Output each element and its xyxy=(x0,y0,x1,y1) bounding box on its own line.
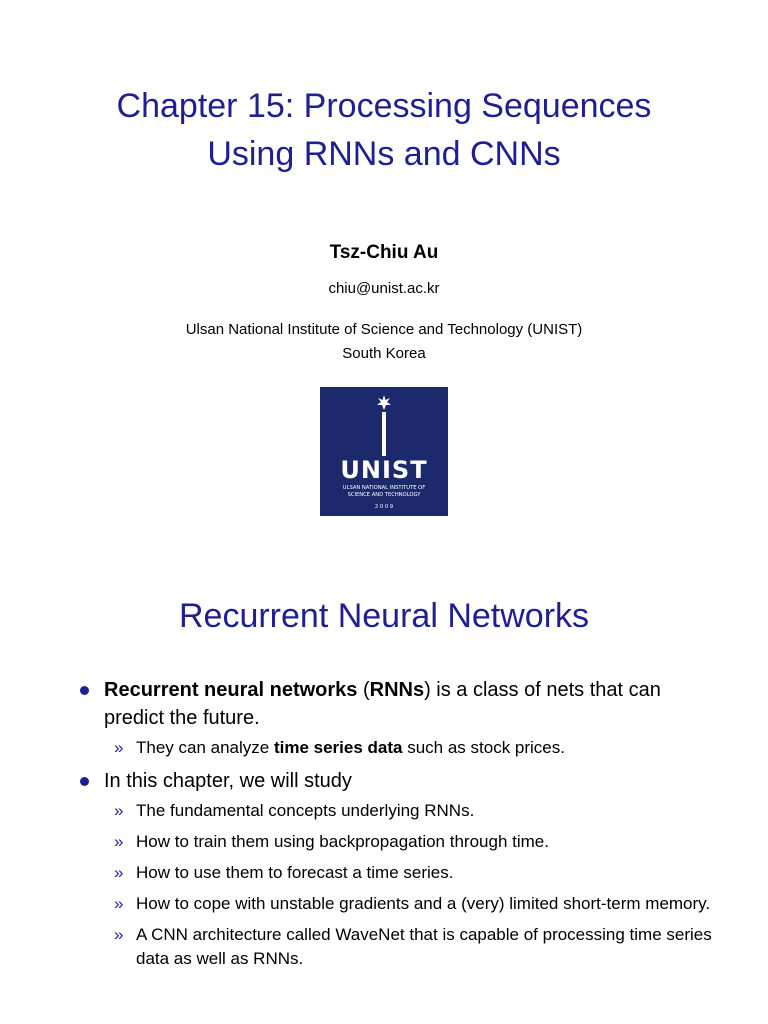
sub-bullet-item: » They can analyze time series data such… xyxy=(104,736,720,760)
logo-subtitle-2: SCIENCE AND TECHNOLOGY xyxy=(348,492,422,498)
bullet-item: Recurrent neural networks (RNNs) is a cl… xyxy=(80,676,720,760)
logo-subtitle-1: ULSAN NATIONAL INSTITUTE OF xyxy=(343,485,425,491)
text: ( xyxy=(357,679,370,701)
title-slide: Chapter 15: Processing Sequences Using R… xyxy=(0,82,768,516)
sub-bullet-marker-icon: » xyxy=(114,925,124,944)
text: A CNN architecture called WaveNet that i… xyxy=(136,925,712,968)
sub-bullet-list: » They can analyze time series data such… xyxy=(104,736,720,760)
sub-bullet-marker-icon: » xyxy=(114,894,124,913)
bullet-dot-icon xyxy=(80,686,89,695)
unist-logo: UNIST ULSAN NATIONAL INSTITUTE OF SCIENC… xyxy=(320,387,448,516)
bold-text: RNNs xyxy=(369,679,425,701)
text: In this chapter, we will study xyxy=(104,770,352,792)
sub-bullet-item: » A CNN architecture called WaveNet that… xyxy=(104,923,720,971)
affiliation-line-1: Ulsan National Institute of Science and … xyxy=(185,321,583,338)
affiliation-line-2: South Korea xyxy=(342,345,426,362)
sub-bullet-item: » How to use them to forecast a time ser… xyxy=(104,861,720,885)
text: such as stock prices. xyxy=(402,738,565,757)
sub-bullet-marker-icon: » xyxy=(114,801,124,820)
text: The fundamental concepts underlying RNNs… xyxy=(136,801,475,820)
author-name: Tsz-Chiu Au xyxy=(329,242,439,263)
sub-bullet-list: » The fundamental concepts underlying RN… xyxy=(104,799,720,971)
affiliation: Ulsan National Institute of Science and … xyxy=(0,318,768,366)
logo-wordmark: UNIST xyxy=(340,456,427,484)
sub-bullet-marker-icon: » xyxy=(114,832,124,851)
sub-bullet-item: » How to train them using backpropagatio… xyxy=(104,830,720,854)
title-line-2: Using RNNs and CNNs xyxy=(207,135,561,173)
text: How to use them to forecast a time serie… xyxy=(136,863,454,882)
unist-logo-graphic: UNIST ULSAN NATIONAL INSTITUTE OF SCIENC… xyxy=(340,395,427,510)
bullet-list: Recurrent neural networks (RNNs) is a cl… xyxy=(80,676,720,978)
bullet-dot-icon xyxy=(80,777,89,786)
text: How to cope with unstable gradients and … xyxy=(136,894,711,913)
slide-title: Chapter 15: Processing Sequences Using R… xyxy=(0,82,768,178)
sub-bullet-marker-icon: » xyxy=(114,738,124,757)
sub-bullet-item: » How to cope with unstable gradients an… xyxy=(104,892,720,916)
sub-bullet-marker-icon: » xyxy=(114,863,124,882)
text: How to train them using backpropagation … xyxy=(136,832,549,851)
bold-text: time series data xyxy=(273,738,403,757)
slide-title: Recurrent Neural Networks xyxy=(178,597,590,635)
author-email: chiu@unist.ac.kr xyxy=(328,280,440,297)
bold-text: Recurrent neural networks xyxy=(104,679,358,701)
logo-star-icon xyxy=(377,395,391,410)
bullet-item: In this chapter, we will study » The fun… xyxy=(80,767,720,971)
logo-year: 2 0 0 9 xyxy=(375,504,393,510)
title-line-1: Chapter 15: Processing Sequences xyxy=(116,87,652,125)
text: They can analyze xyxy=(136,738,274,757)
text: ) is a class of nets that can predict th… xyxy=(104,679,661,729)
content-slide: Recurrent Neural Networks Recurrent neur… xyxy=(0,570,768,1024)
sub-bullet-item: » The fundamental concepts underlying RN… xyxy=(104,799,720,823)
logo-bar xyxy=(382,412,386,456)
